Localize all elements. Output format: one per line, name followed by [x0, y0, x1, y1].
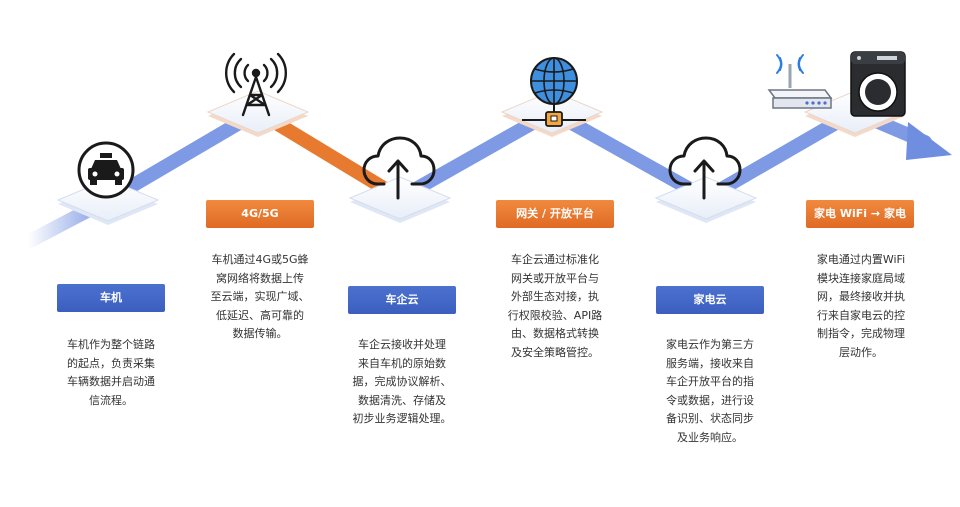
stage-label-appliance-cloud: 家电云	[656, 286, 764, 314]
stage-label-network: 4G/5G	[206, 200, 314, 228]
stage-description-network: 车机通过4G或5G蜂 窝网络将数据上传 至云端，实现广域、 低延迟、高可靠的 数…	[210, 253, 310, 340]
platform	[206, 90, 310, 137]
platform	[348, 176, 452, 223]
stage-description-appliance: 家电通过内置WiFi 模块连接家庭局域 网，最终接收并执 行来自家电云的控 制指…	[816, 253, 906, 359]
globe-gateway-icon	[522, 57, 586, 127]
router-icon	[767, 54, 833, 109]
stage-description-car-unit: 车机作为整个链路 的起点，负责采集 车辆数据并启动通 信流程。	[67, 338, 155, 407]
stage-description-appliance-cloud: 家电云作为第三方 服务端，接收来自 车企开放平台的指 令或数据，进行设 备识别、…	[666, 338, 754, 444]
stage-label-gateway: 网关 / 开放平台	[496, 200, 614, 228]
platform	[654, 176, 758, 223]
taxi-icon	[77, 141, 135, 199]
stage-description-gateway: 车企云通过标准化 网关或开放平台与 外部生态对接，执 行权限校验、API路 由、…	[507, 253, 603, 359]
stage-label-appliance: 家电 WiFi → 家电	[806, 200, 914, 228]
washing-machine-icon	[850, 51, 906, 117]
flow-arrow-head	[906, 122, 952, 160]
router-washer-icon	[767, 51, 906, 117]
cloud-upload-icon	[668, 136, 742, 200]
stage-label-oem-cloud: 车企云	[348, 286, 456, 314]
cloud-upload-icon	[362, 136, 436, 200]
platform	[56, 178, 160, 225]
stage-description-oem-cloud: 车企云接收并处理 来自车机的原始数 据，完成协议解析、 数据清洗、存储及 初步业…	[352, 338, 452, 425]
stage-label-car-unit: 车机	[57, 284, 165, 312]
